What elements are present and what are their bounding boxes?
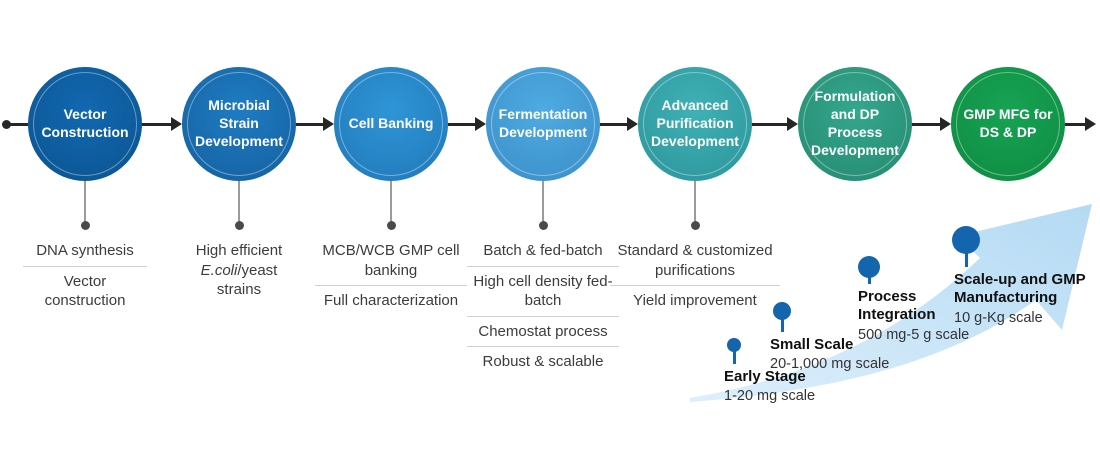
- arrow-line: [912, 122, 942, 126]
- milestone-scale: 1-20 mg scale: [724, 388, 816, 405]
- step-dot: [690, 221, 700, 230]
- step-dot: [386, 221, 396, 230]
- milestone-dot: [952, 226, 980, 254]
- step-details: High efficient E.coli/yeast strains: [183, 236, 295, 305]
- milestone-title: Process Integration: [858, 288, 936, 324]
- arrow-line: [296, 122, 325, 126]
- step-detail-item: Standard & customized purifications: [617, 242, 773, 279]
- milestone-stem: [867, 277, 871, 284]
- arrow-line: [600, 122, 629, 126]
- step-stem: [542, 181, 544, 223]
- flow-step-circle: Cell Banking: [334, 67, 448, 181]
- milestone-scale: 10 g-Kg scale: [954, 309, 1043, 326]
- flow-step-circle: Microbial Strain Development: [182, 67, 296, 181]
- arrow-line: [752, 122, 789, 126]
- flow-step-label: Formulation and DP Process Development: [811, 88, 899, 158]
- circle-inner-ring: [33, 72, 137, 176]
- arrow-line: [448, 122, 477, 126]
- flow-arrow: [600, 116, 638, 132]
- flow-arrow: [448, 116, 486, 132]
- milestone-stem: [780, 319, 784, 332]
- milestone-title: Small Scale: [770, 336, 854, 353]
- arrow-line: [142, 122, 173, 126]
- flow-end-line: [1065, 122, 1086, 126]
- flow-arrow: [752, 116, 798, 132]
- milestone-title: Early Stage: [724, 368, 806, 385]
- circle-inner-ring: [803, 72, 907, 176]
- step-dot: [234, 221, 244, 230]
- flow-step-label: Advanced Purification Development: [651, 97, 739, 149]
- flow-arrow: [142, 116, 182, 132]
- step-detail-item: MCB/WCB GMP cell banking: [322, 242, 460, 279]
- flow-end-arrowhead: [1085, 117, 1096, 131]
- milestone-dot: [773, 302, 791, 320]
- flow-step-circle: Advanced Purification Development: [638, 67, 752, 181]
- step-detail-item: Vector construction: [23, 265, 147, 316]
- arrow-head: [323, 117, 334, 131]
- circle-inner-ring: [339, 72, 443, 176]
- step-detail-item: High cell density fed-batch: [467, 265, 619, 316]
- step-detail-item: Full characterization: [315, 285, 467, 316]
- milestone-label: Small Scale 20-1,000 mg scale: [770, 336, 920, 374]
- arrow-head: [627, 117, 638, 131]
- step-detail-item: Batch & fed-batch: [483, 242, 603, 259]
- milestone-label: Scale-up and GMP Manufacturing 10 g-Kg sc…: [954, 271, 1100, 327]
- milestone-title: Scale-up and GMP Manufacturing: [954, 271, 1086, 307]
- flow-step-label: GMP MFG for DS & DP: [963, 106, 1053, 140]
- milestone-stem: [732, 351, 736, 364]
- step-detail-item: Robust & scalable: [467, 346, 619, 377]
- step-stem: [84, 181, 86, 223]
- step-stem: [694, 181, 696, 223]
- milestone-label: Early Stage 1-20 mg scale: [724, 368, 844, 406]
- arrow-head: [171, 117, 182, 131]
- flow-step-circle: Fermentation Development: [486, 67, 600, 181]
- arrow-head: [787, 117, 798, 131]
- step-detail-item: High efficient E.coli/yeast strains: [195, 242, 283, 298]
- flow-arrow: [912, 116, 951, 132]
- circle-inner-ring: [491, 72, 595, 176]
- circle-inner-ring: [956, 72, 1060, 176]
- milestone-label: Process Integration 500 mg-5 g scale: [858, 288, 970, 344]
- flow-step-label: Cell Banking: [348, 115, 434, 132]
- milestone-scale: 500 mg-5 g scale: [858, 326, 970, 343]
- flow-step-circle: GMP MFG for DS & DP: [951, 67, 1065, 181]
- milestone-dot: [858, 256, 880, 278]
- step-dot: [80, 221, 90, 230]
- flow-step-circle: Formulation and DP Process Development: [798, 67, 912, 181]
- flow-start-line: [9, 122, 28, 126]
- flow-step-label: Fermentation Development: [498, 106, 588, 140]
- step-stem: [238, 181, 240, 223]
- milestone-stem: [964, 253, 968, 267]
- flow-start-dot: [2, 120, 11, 129]
- step-stem: [390, 181, 392, 223]
- milestone-scale: 20-1,000 mg scale: [770, 356, 890, 373]
- flow-step-circle: Vector Construction: [28, 67, 142, 181]
- step-detail-item: Yield improvement: [610, 285, 780, 316]
- circle-inner-ring: [187, 72, 291, 176]
- arrow-head: [475, 117, 486, 131]
- arrow-head: [940, 117, 951, 131]
- flow-arrow: [296, 116, 334, 132]
- flow-step-label: Vector Construction: [41, 106, 129, 140]
- step-detail-item: DNA synthesis: [36, 242, 134, 259]
- milestone-dot: [727, 338, 741, 352]
- flow-step-label: Microbial Strain Development: [195, 97, 283, 149]
- step-dot: [538, 221, 548, 230]
- circle-inner-ring: [643, 72, 747, 176]
- step-detail-item: Chemostat process: [467, 315, 619, 347]
